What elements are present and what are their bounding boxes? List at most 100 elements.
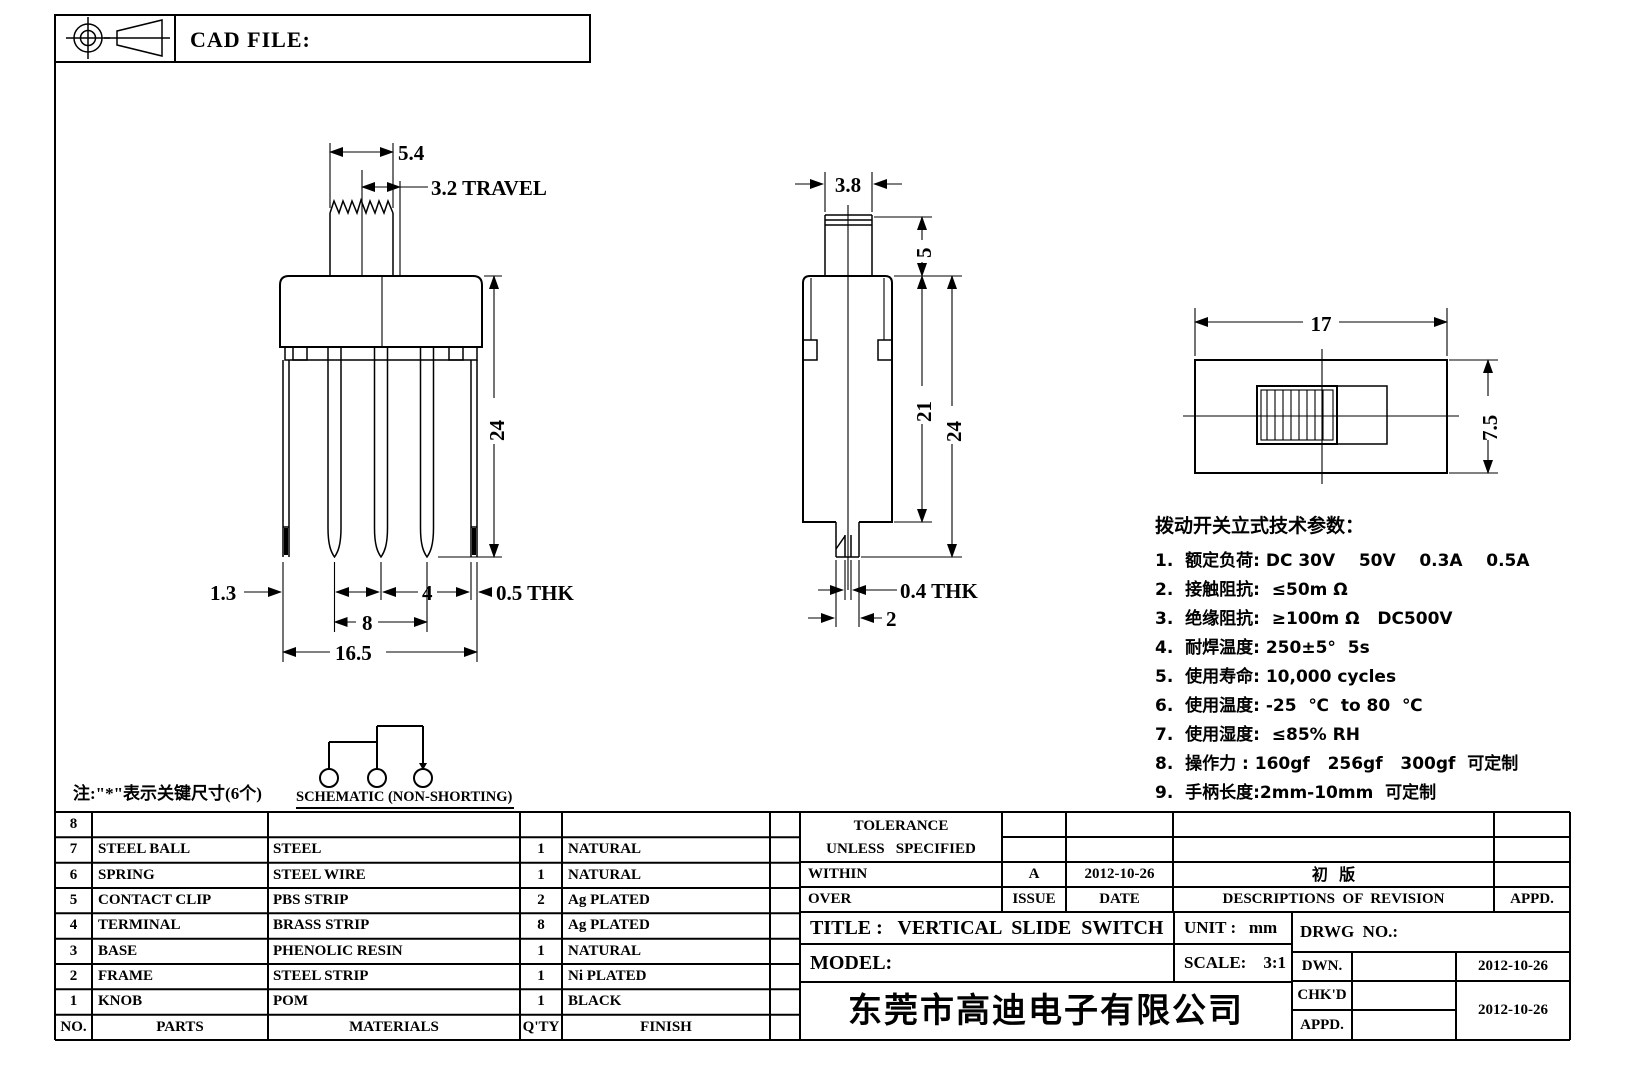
projection-symbols [66,17,170,59]
part-name: BASE [98,943,138,959]
specs-title: 拨动开关立式技术参数： [1155,515,1365,537]
schematic-symbol [319,725,433,788]
part-name: CONTACT CLIP [98,892,212,908]
part-qty: 1 [537,867,545,883]
chkd-label: CHK'D [1297,987,1347,1003]
part-qty: 1 [537,943,545,959]
part-no: 2 [69,968,78,984]
part-no: 7 [69,841,78,857]
schematic-caption: SCHEMATIC (NON-SHORTING) [296,789,515,809]
parts-header-no: NO. [60,1019,87,1035]
part-no: 8 [69,816,78,832]
part-finish: NATURAL [568,867,642,883]
part-qty: 2 [537,892,545,908]
appd-header: APPD. [1510,891,1554,907]
part-finish: NATURAL [568,841,642,857]
part-name: STEEL BALL [98,841,191,857]
chkd-date: 2012-10-26 [1478,1002,1548,1018]
part-no: 5 [69,892,78,908]
dwn-label: DWN. [1301,958,1343,974]
tolerance-label: TOLERANCE [853,818,949,834]
revision-description: 初 版 [1311,865,1356,884]
dwn-date: 2012-10-26 [1478,958,1548,974]
revision-code: A [1028,866,1040,882]
part-name: TERMINAL [98,917,181,933]
technical-parameters: 拨动开关立式技术参数： 1. 额定负荷: DC 30V 50V 0.3A 0.5… [1155,511,1595,808]
part-name: KNOB [98,993,143,1009]
top-view-dimensions: 17 7.5 [1194,308,1502,474]
cad-file-label: CAD FILE: [190,27,311,52]
drwg-no-label: DRWG NO.: [1300,922,1399,941]
over-label: OVER [808,891,852,907]
first-angle-projection-icon [104,19,170,57]
key-dimension-note: 注:"*"表示关键尺寸(6个) [73,784,262,803]
part-qty: 1 [537,968,545,984]
issue-header: ISSUE [1012,891,1056,907]
side-dim-knob-width: 3.8 [835,173,861,197]
side-dim-stem-width: 2 [886,607,897,631]
front-dim-travel: 3.2 TRAVEL [431,176,547,200]
spec-item: 9. 手柄长度:2mm-10mm 可定制 [1155,783,1437,803]
part-qty: 1 [537,841,545,857]
part-name: SPRING [98,867,155,883]
part-material: STEEL [273,841,322,857]
front-view [279,170,483,559]
parts-header-parts: PARTS [156,1019,204,1035]
side-dim-total-height: 24 [942,421,966,443]
side-dim-pin-thk: 0.4 THK [900,579,978,603]
appd-label: APPD. [1300,1017,1344,1033]
model-label: MODEL: [810,952,893,974]
datum-target-icon [66,17,110,59]
part-no: 6 [69,867,78,883]
top-dim-height: 7.5 [1478,415,1502,441]
within-label: WITHIN [808,866,868,882]
part-material: BRASS STRIP [273,917,370,933]
part-material: PHENOLIC RESIN [273,943,403,959]
front-dim-knob-width: 5.4 [398,141,425,165]
spec-item: 4. 耐焊温度: 250±5° 5s [1155,638,1370,658]
side-view [802,205,893,590]
tolerance-label-2: UNLESS SPECIFIED [826,841,976,857]
side-dim-body-height: 21 [912,401,936,422]
spec-item: 2. 接触阻抗: ≤50m Ω [1155,580,1348,600]
spec-item: 6. 使用温度: -25 ℃ to 80 ℃ [1155,696,1423,716]
parts-header-finish: FINISH [640,1019,692,1035]
parts-header-qty: Q'TY [522,1019,560,1035]
drawing-frame [54,14,591,1040]
part-qty: 1 [537,993,545,1009]
spec-item: 3. 绝缘阻抗: ≥100m Ω DC500V [1155,609,1453,629]
side-dim-knob-height: 5 [912,248,936,259]
part-finish: Ag PLATED [568,917,650,933]
parts-header-materials: MATERIALS [349,1019,439,1035]
part-finish: Ni PLATED [568,968,647,984]
part-name: FRAME [98,968,153,984]
part-finish: NATURAL [568,943,642,959]
part-finish: Ag PLATED [568,892,650,908]
front-dim-pin-span: 8 [362,611,373,635]
front-dim-leg-offset: 1.3 [210,581,236,605]
spec-item: 8. 操作力 : 160gf 256gf 300gf 可定制 [1155,754,1519,774]
front-dim-width: 16.5 [335,641,372,665]
part-material: PBS STRIP [273,892,349,908]
spec-item: 7. 使用湿度: ≤85% RH [1155,725,1360,745]
scale-label: SCALE: 3:1 [1184,953,1287,972]
front-dim-pitch: 4 [422,581,433,605]
spec-item: 5. 使用寿命: 10,000 cycles [1155,667,1397,687]
front-view-dimensions: 5.4 3.2 TRAVEL 24 1.3 4 0.5 THK 8 16.5 [210,141,574,665]
descriptions-header: DESCRIPTIONS OF REVISION [1222,891,1445,907]
part-material: STEEL WIRE [273,867,366,883]
drawing-title: TITLE : VERTICAL SLIDE SWITCH [810,917,1164,939]
part-material: STEEL STRIP [273,968,369,984]
table-linework [55,811,1571,1041]
revision-date: 2012-10-26 [1084,866,1155,882]
part-no: 4 [69,917,78,933]
part-no: 1 [69,993,78,1009]
part-material: POM [273,993,308,1009]
company-name: 东莞市高迪电子有限公司 [848,991,1244,1031]
front-dim-leg-thk: 0.5 THK [496,581,574,605]
part-qty: 8 [537,917,545,933]
front-dim-height: 24 [485,420,509,442]
date-header: DATE [1099,891,1140,907]
